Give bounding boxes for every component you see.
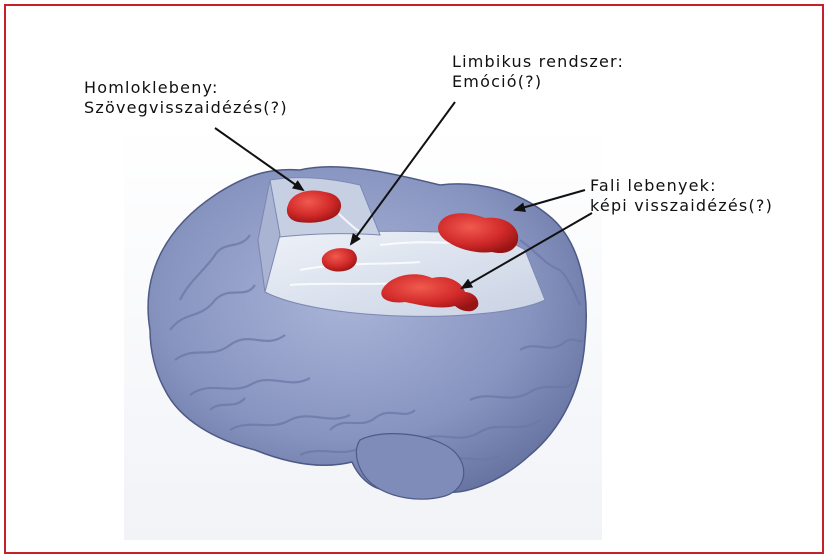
label-limbic-system: Limbikus rendszer: Emóció(?): [452, 52, 624, 92]
label-parietal-lobes: Fali lebenyek: képi visszaidézés(?): [590, 176, 773, 216]
label-limbic-line1: Limbikus rendszer:: [452, 52, 624, 72]
label-parietal-line1: Fali lebenyek:: [590, 176, 773, 196]
label-frontal-line1: Homloklebeny:: [84, 78, 288, 98]
label-limbic-line2: Emóció(?): [452, 72, 624, 92]
label-parietal-line2: képi visszaidézés(?): [590, 196, 773, 216]
label-frontal-line2: Szövegvisszaidézés(?): [84, 98, 288, 118]
label-frontal-lobe: Homloklebeny: Szövegvisszaidézés(?): [84, 78, 288, 118]
